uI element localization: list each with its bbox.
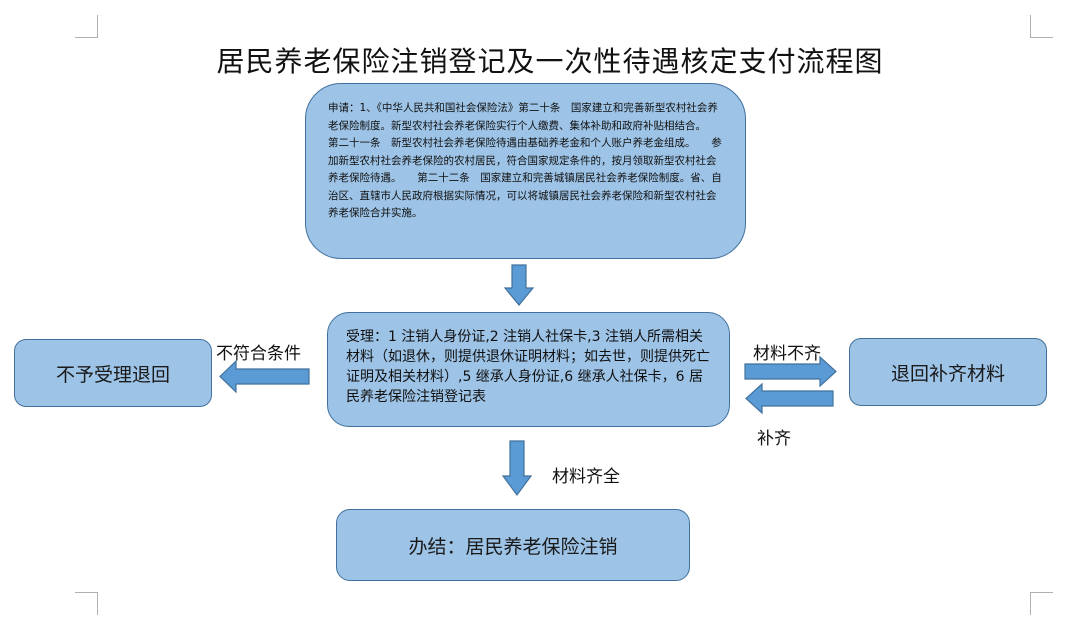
node-return-supplement: 退回补齐材料 [849,338,1047,406]
edge-label-noncompliant: 不符合条件 [216,344,301,364]
node-reject-return: 不予受理退回 [14,339,212,407]
node-acceptance-text: 受理：1 注销人身份证,2 注销人社保卡,3 注销人所需相关材料（如退休，则提供… [346,329,710,405]
node-application: 申请：1、《中华人民共和国社会保险法》第二十条 国家建立和完善新型农村社会养老保… [305,83,746,259]
node-completion-text: 办结：居民养老保险注销 [408,535,618,558]
page-corner-mark-bottom-left [75,592,98,615]
node-completion: 办结：居民养老保险注销 [336,509,690,581]
arrow-left-return-to-accept [745,382,834,415]
arrow-down-accept-to-done [501,440,533,497]
flowchart-title: 居民养老保险注销登记及一次性待遇核定支付流程图 [216,45,884,78]
node-return-supplement-text: 退回补齐材料 [890,362,1005,385]
node-application-text: 申请：1、《中华人民共和国社会保险法》第二十条 国家建立和完善新型农村社会养老保… [328,102,722,219]
page-corner-mark-top-left [75,15,98,38]
edge-label-incomplete: 材料不齐 [753,344,821,364]
edge-label-complete: 材料齐全 [552,467,620,487]
node-reject-return-text: 不予受理退回 [55,363,170,386]
arrow-left-accept-to-reject [219,359,310,394]
node-acceptance: 受理：1 注销人身份证,2 注销人社保卡,3 注销人所需相关材料（如退休，则提供… [327,312,730,427]
arrow-down-apply-to-accept [503,264,535,306]
page-corner-mark-top-right [1030,15,1053,38]
edge-label-supplement: 补齐 [757,429,791,449]
page-corner-mark-bottom-right [1030,592,1053,615]
